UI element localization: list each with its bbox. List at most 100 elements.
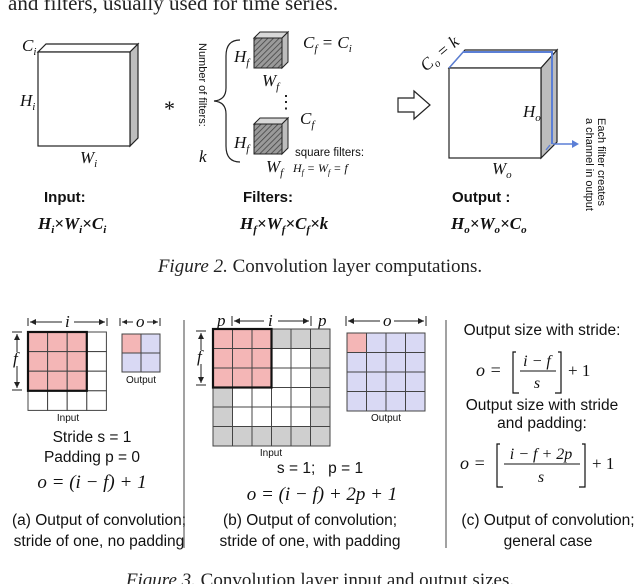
output-cell [366, 391, 387, 412]
output-cell [346, 371, 367, 392]
top-caption-fragment: and filters, usually used for time serie… [8, 0, 338, 15]
panel-a-padding: Padding p = 0 [44, 449, 140, 466]
padding-cell [310, 367, 331, 388]
panel-c-stride-lhs: o = [476, 360, 502, 380]
filter-cf-eq: Cf = Ci [303, 33, 352, 55]
panel-c-pad-title-2: and padding: [497, 415, 587, 432]
input-cell [232, 387, 253, 408]
panel-c-pad-floor-right-icon [579, 443, 586, 488]
panel-b-input-grid [211, 327, 331, 447]
padding-cell [212, 406, 233, 427]
padding-cell [290, 328, 311, 349]
padding-cell [310, 387, 331, 408]
panel-c-stride-title: Output size with stride: [464, 322, 621, 339]
padding-cell [212, 387, 233, 408]
panel-c-pad-floor-left-icon [496, 443, 503, 488]
panel-b-dim-o: o [383, 311, 392, 330]
input-h-label: Hi [19, 91, 35, 113]
output-cell [385, 371, 406, 392]
output-cell [121, 352, 142, 373]
padding-cell [232, 328, 253, 349]
output-cell [385, 391, 406, 412]
panel-c-pad-den: s [538, 469, 544, 486]
panel-c-stride-num: i − f [523, 353, 553, 370]
output-formula: Ho×Wo×Co [450, 214, 527, 236]
panel-c-stride-plus: + 1 [568, 361, 590, 380]
input-cell [27, 351, 49, 372]
padding-cell [212, 328, 233, 349]
input-cell [232, 406, 253, 427]
filter-top-w-label: Wf [262, 71, 281, 93]
panel-a-caption-2: stride of one, no padding [14, 533, 185, 550]
input-cell [251, 367, 272, 388]
input-cell [66, 370, 88, 392]
input-cell [271, 367, 292, 388]
output-cell [405, 371, 426, 392]
input-cell [47, 331, 68, 353]
padding-cell [271, 426, 292, 447]
panel-b-caption-2: stride of one, with padding [220, 533, 401, 550]
filter-top-h-label: Hf [233, 47, 251, 69]
input-c-label: Ci [22, 36, 36, 58]
panel-a-output-grid [121, 333, 161, 373]
output-cell [346, 352, 367, 373]
input-w-label: Wi [80, 148, 97, 170]
input-cell [271, 348, 292, 369]
output-side-note-1: Each filter creates [595, 118, 607, 207]
output-cell [121, 333, 142, 354]
filter-bottom-cf-label: Cf [300, 109, 316, 131]
square-filters-note: square filters: [295, 147, 364, 159]
input-cell [271, 387, 292, 408]
panel-c-floor-right-icon [555, 351, 562, 394]
input-formula: Hi×Wi×Ci [37, 214, 107, 236]
panel-a-input-label: Input [57, 413, 79, 424]
panel-c-caption-2: general case [504, 533, 593, 550]
filters-formula: Hf×Wf×Cf×k [239, 214, 329, 236]
filter-window [211, 327, 273, 389]
input-cell [251, 348, 272, 369]
panel-a-dim-f: f [13, 349, 20, 368]
input-cell [27, 331, 49, 353]
output-cell [366, 332, 387, 353]
filters-dots-icon: ⋮ [277, 92, 295, 112]
panel-b-input-label: Input [260, 448, 282, 459]
figure-2: Ci Hi Wi Input: Hi×Wi×Ci * Number of fil… [19, 30, 607, 277]
output-cell [405, 352, 426, 373]
panel-a-caption-1: (a) Output of convolution; [12, 512, 186, 529]
output-cell [385, 352, 406, 373]
filters-count-label: Number of filters: [196, 43, 208, 127]
input-cell [290, 387, 311, 408]
padding-cell [232, 426, 253, 447]
input-cell [251, 406, 272, 427]
input-cell [271, 406, 292, 427]
output-side-note-2: a channel in output [583, 118, 595, 211]
panel-c-pad-num: i − f + 2p [510, 446, 572, 463]
padding-cell [212, 367, 233, 388]
filters-count-var: k [199, 147, 207, 166]
input-cell [232, 348, 253, 369]
panel-b: p i p f o Inp [196, 311, 427, 550]
panel-a-stride: Stride s = 1 [53, 429, 132, 446]
padding-cell [271, 328, 292, 349]
input-cell [66, 390, 88, 411]
input-cell [47, 351, 68, 372]
padding-cell [310, 426, 331, 447]
filter-bottom-w-label: Wf [266, 157, 285, 179]
panel-a-input-grid [26, 330, 107, 411]
panel-a: i o f Input Output Stride s = 1 Padding … [12, 312, 186, 550]
input-cell [290, 406, 311, 427]
output-cell [405, 332, 426, 353]
input-title: Input: [44, 189, 86, 206]
input-cell [232, 367, 253, 388]
input-cell [66, 351, 88, 372]
panel-c: Output size with stride: o = i − f s + 1… [460, 322, 635, 550]
filter-window [26, 330, 88, 392]
panel-c-stride-den: s [534, 375, 540, 392]
filters-title: Filters: [243, 189, 293, 206]
padding-cell [251, 426, 272, 447]
input-cell [86, 351, 107, 372]
panel-b-dim-p-right: p [317, 311, 327, 330]
panel-a-output-label: Output [126, 375, 156, 386]
output-cell [385, 332, 406, 353]
padding-cell [310, 348, 331, 369]
